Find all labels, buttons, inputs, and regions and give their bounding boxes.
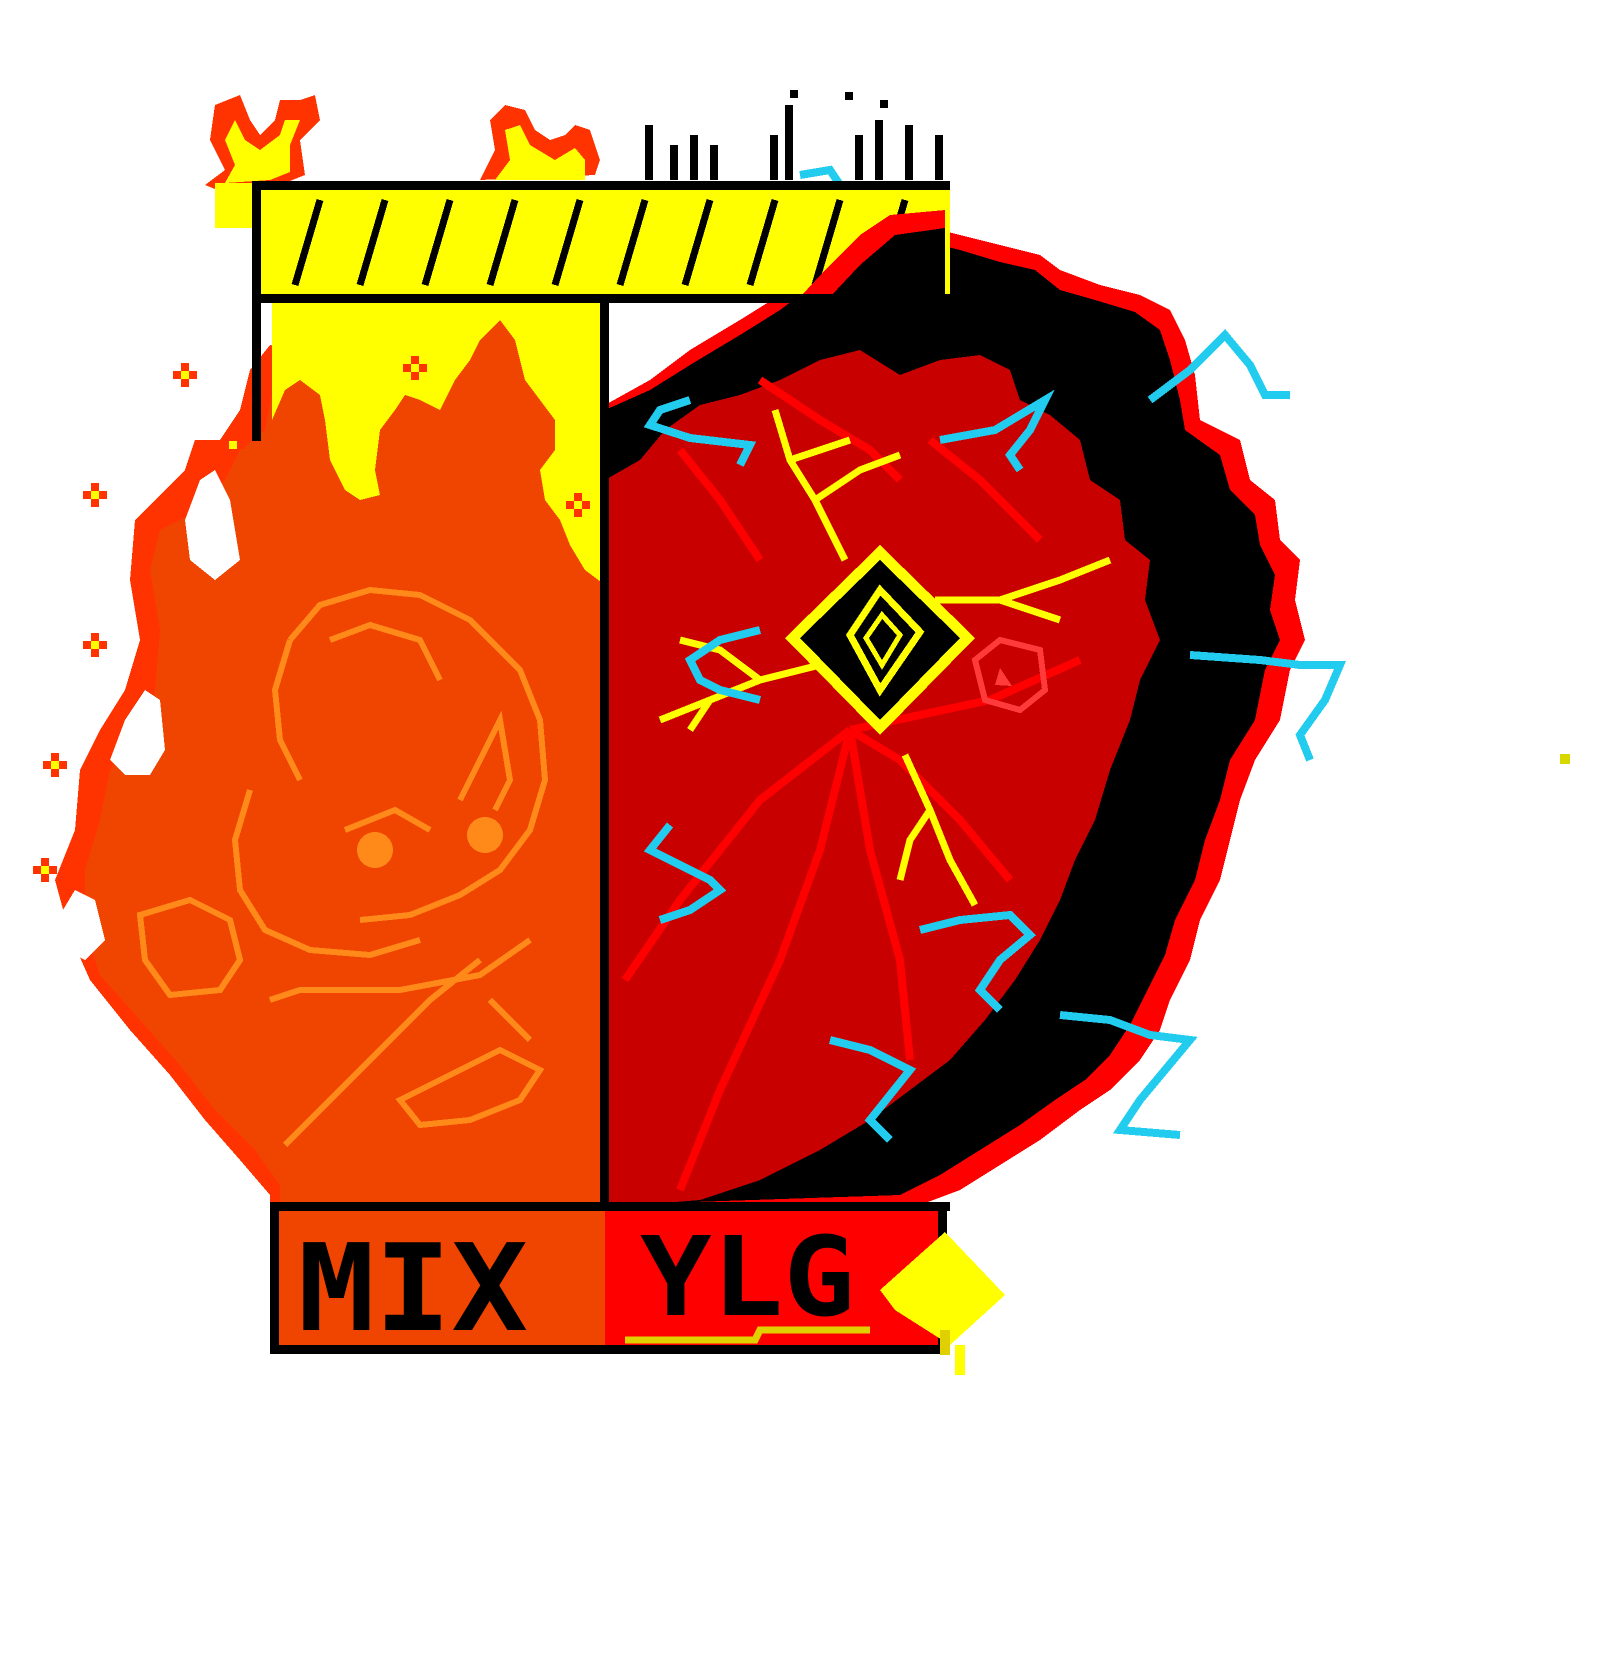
ghost-eye: [971, 636, 1049, 714]
lightning-bolt-icon: [643, 396, 757, 467]
sparkle-icon: [83, 483, 107, 507]
black-drips: [645, 90, 943, 180]
yellow-drip: [272, 300, 605, 585]
lightning-bolt-icon: [643, 822, 727, 924]
right-side: [605, 225, 1305, 1210]
ylg-underline: [625, 1326, 870, 1344]
sparkles: [33, 356, 590, 882]
flame-crown-inner: [495, 125, 585, 180]
right-fire-body: [605, 350, 1160, 1205]
sketch-eye-right: [467, 817, 503, 853]
badge-frame: [252, 181, 950, 1354]
sparkle-icon: [83, 633, 107, 657]
flame-crown-inner: [225, 120, 300, 183]
lightning-bolt-icon: [1147, 329, 1290, 404]
sparkle-icon: [173, 363, 197, 387]
ylg-label: YLG: [640, 1213, 855, 1341]
ghost-eye-pupil: [995, 668, 1012, 686]
flame-gap-3: [60, 890, 105, 960]
lightning-bolt-icon: [684, 626, 761, 704]
sketch-eye-left: [357, 832, 393, 868]
sparkle-icon: [33, 858, 57, 882]
yellow-cracks: [658, 408, 1112, 907]
left-flame: [33, 300, 605, 1210]
mix-label: MIX: [298, 1220, 528, 1359]
flame-gap-2: [110, 690, 165, 775]
sparkle-icon: [403, 356, 427, 380]
lightning-bolt-icon: [919, 910, 1036, 1013]
stray-pixel: [1560, 754, 1570, 764]
lightning-bolt-icon: [1189, 651, 1347, 762]
sparkle-icon: [566, 493, 590, 517]
flame-crown-right: [480, 105, 600, 180]
diamond-eye-icon: [785, 545, 975, 735]
flame-crown-left: [205, 95, 320, 228]
sparkle-icon: [43, 753, 67, 777]
lightning-bolt-icon: [939, 389, 1055, 473]
lightning: [643, 165, 1347, 1143]
lightning-bolt-icon: [829, 1036, 917, 1143]
lightning-bolt-icon: [1059, 1011, 1198, 1139]
header-flame-overlap-dark: [830, 228, 945, 297]
mix-box: [275, 1210, 605, 1350]
star-sparkle-icon: [880, 1232, 1005, 1375]
sketch-creature: [136, 586, 549, 1148]
sparkle-icon: [221, 433, 245, 457]
flame-gap-1: [185, 470, 240, 580]
